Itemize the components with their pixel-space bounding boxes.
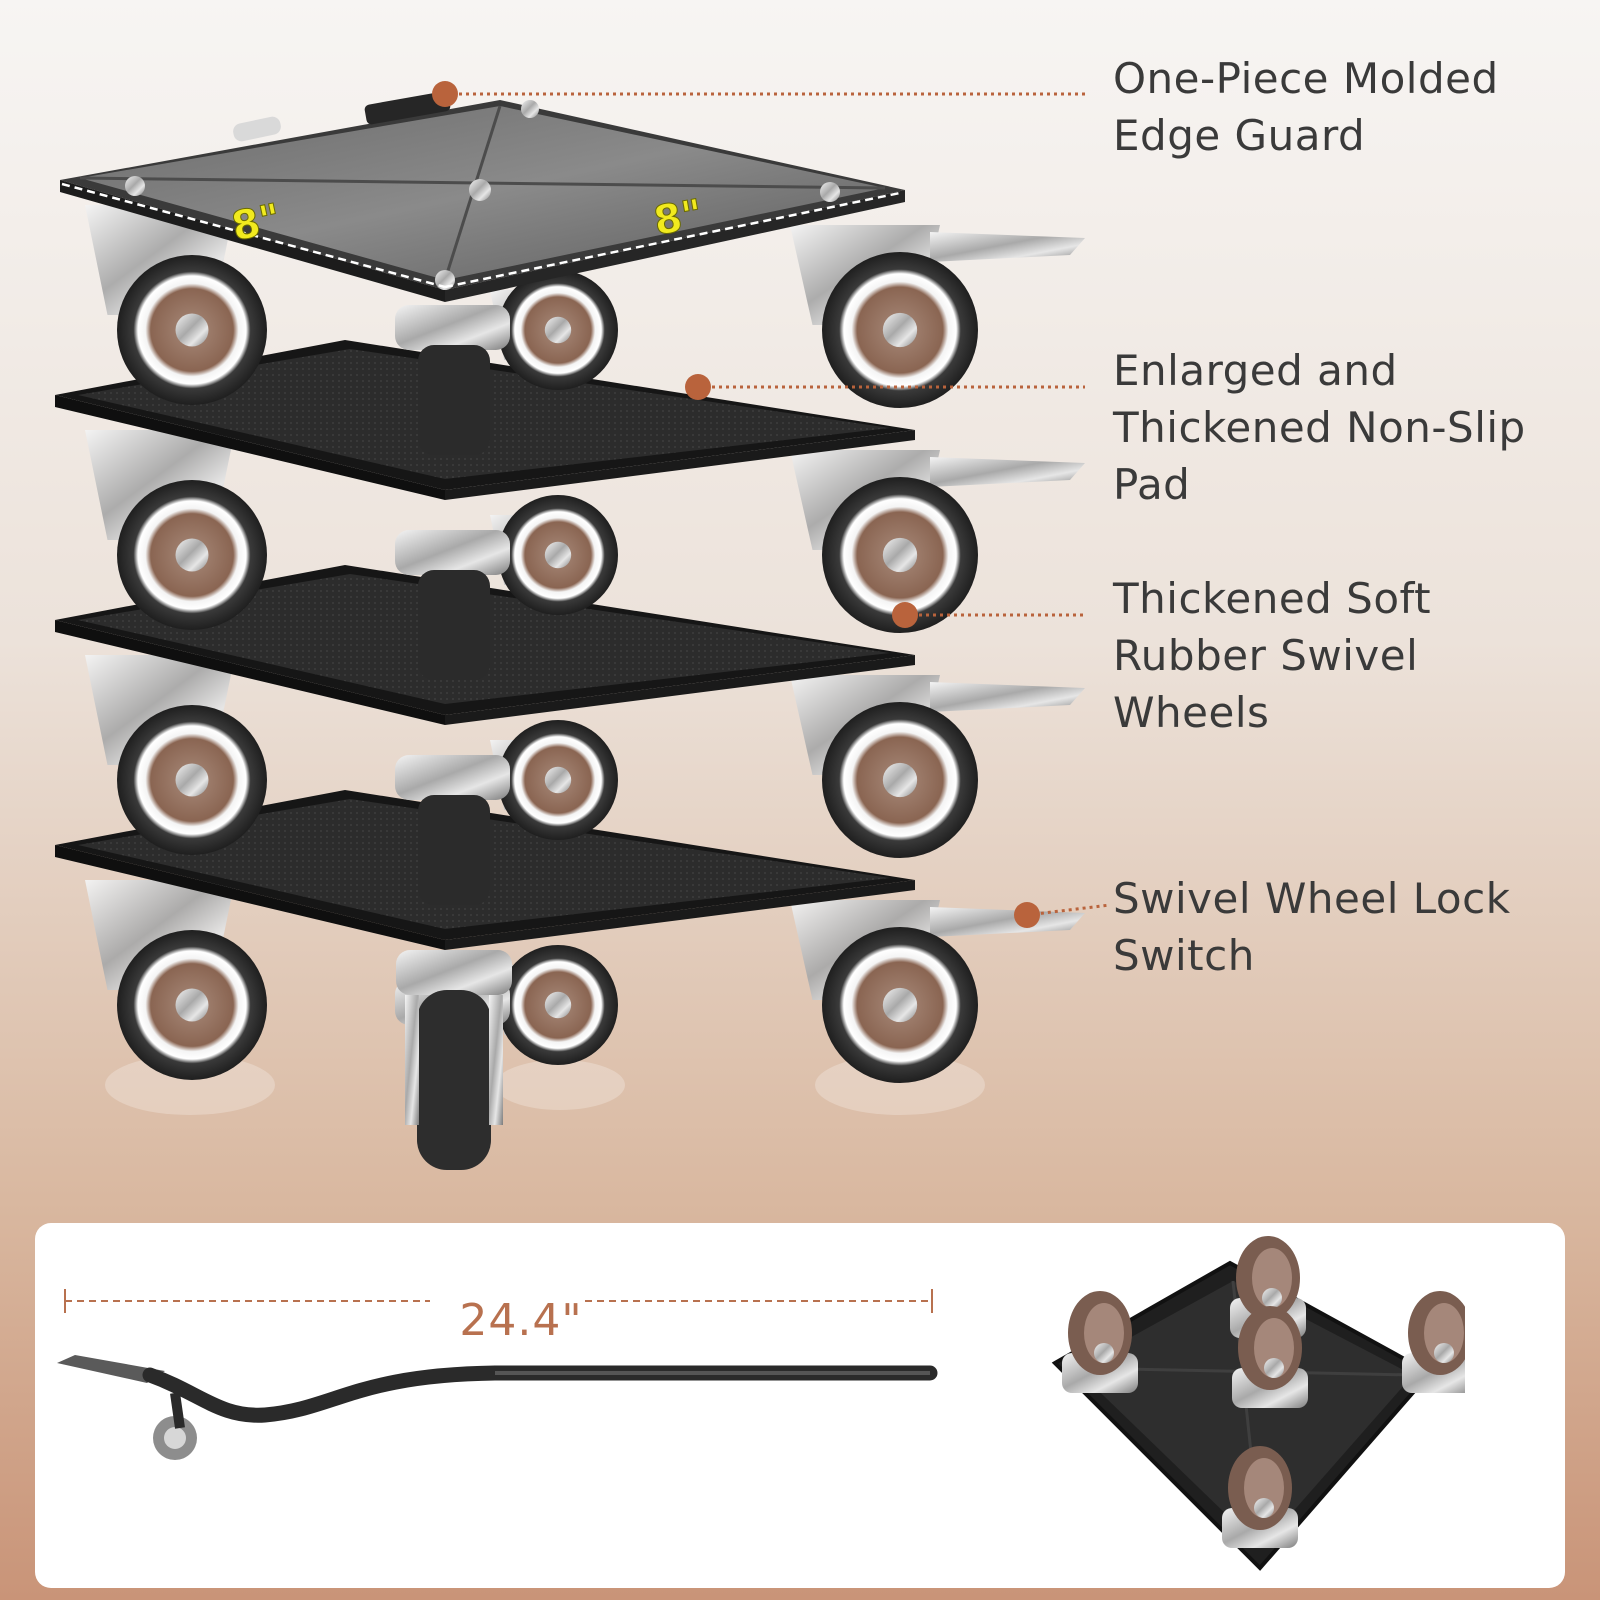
handle-length-label: 24.4" [459, 1295, 583, 1346]
dolly-level [85, 205, 1085, 455]
feature-line: Enlarged and [1113, 346, 1398, 395]
feature-line: Rubber Swivel [1113, 631, 1419, 680]
underside-caster [1062, 1291, 1138, 1393]
underside-caster [1232, 1306, 1308, 1408]
top-plate [60, 91, 905, 302]
feature-line: Thickened Soft [1113, 574, 1432, 623]
feature-line: Swivel Wheel Lock [1113, 874, 1511, 923]
callout-lines [432, 81, 1111, 928]
underside-caster [1222, 1446, 1298, 1548]
feature-line: Edge Guard [1113, 111, 1366, 160]
dimension-label-right: 8" [650, 191, 707, 246]
feature-non-slip-pad: Enlarged and Thickened Non-Slip Pad [1113, 342, 1583, 513]
feature-line: Thickened Non-Slip [1113, 403, 1526, 452]
feature-line: Wheels [1113, 688, 1270, 737]
mover-handle-image [57, 1289, 938, 1460]
accessory-panel [35, 1223, 1565, 1588]
feature-line: One-Piece Molded [1113, 54, 1499, 103]
underside-caster [1402, 1291, 1465, 1393]
feature-line: Switch [1113, 931, 1255, 980]
feature-line: Pad [1113, 460, 1191, 509]
front-caster [396, 950, 512, 1170]
feature-lock-switch: Swivel Wheel Lock Switch [1113, 870, 1583, 984]
feature-swivel-wheels: Thickened Soft Rubber Swivel Wheels [1113, 570, 1583, 741]
feature-edge-guard: One-Piece Molded Edge Guard [1113, 50, 1583, 164]
dolly-underside-image [1051, 1236, 1465, 1571]
